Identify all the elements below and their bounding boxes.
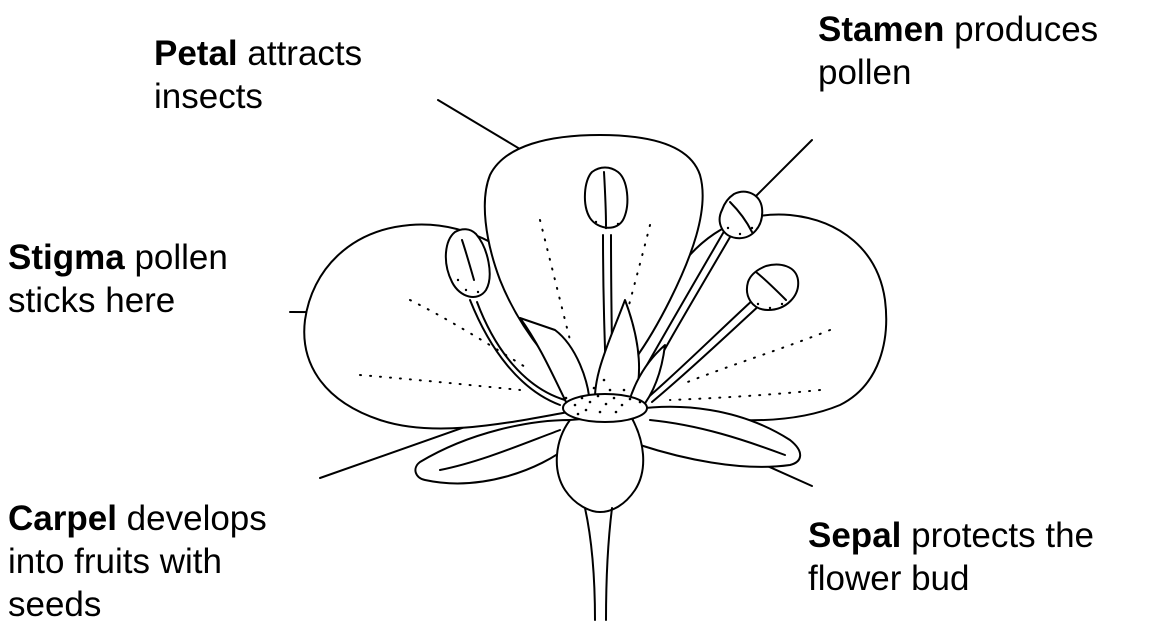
stigma-desc-line2: sticks here: [8, 279, 228, 322]
stamen-desc-line2: pollen: [818, 51, 1098, 94]
sepal-desc-line2: flower bud: [808, 557, 1094, 600]
sepal-label: Sepal protects the flower bud: [808, 514, 1094, 600]
petal-desc-line2: insects: [154, 75, 362, 118]
petal-desc-line1: attracts: [247, 34, 362, 73]
carpel-desc-line1: develops: [127, 499, 267, 538]
carpel-name: Carpel: [8, 499, 117, 538]
stigma-name: Stigma: [8, 238, 125, 277]
stamen-desc-line1: produces: [954, 10, 1098, 49]
carpel-desc-line2: into fruits with: [8, 540, 267, 583]
receptacle: [557, 415, 643, 512]
stigma-desc-line1: pollen: [134, 238, 227, 277]
petal-name: Petal: [154, 34, 238, 73]
stamen-name: Stamen: [818, 10, 944, 49]
carpel-label: Carpel develops into fruits with seeds: [8, 497, 267, 626]
sepal-name: Sepal: [808, 516, 901, 555]
petal-label: Petal attracts insects: [154, 32, 362, 118]
stamen-leader-line: [756, 140, 812, 196]
carpel-desc-line3: seeds: [8, 583, 267, 626]
carpel-base: [563, 394, 647, 422]
stigma-label: Stigma pollen sticks here: [8, 236, 228, 322]
stamen-label: Stamen produces pollen: [818, 8, 1098, 94]
sepal-desc-line1: protects the: [911, 516, 1094, 555]
stem: [585, 508, 612, 620]
